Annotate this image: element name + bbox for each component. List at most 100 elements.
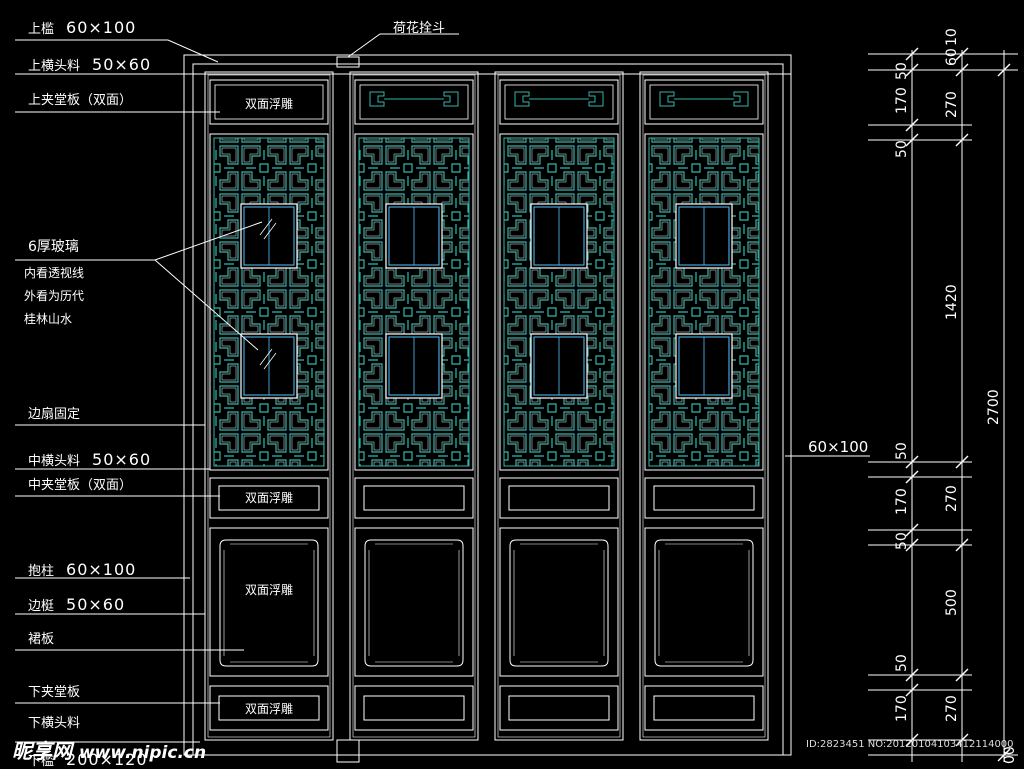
dim-170-low: 170: [894, 695, 910, 722]
label-upper-panel: 上夹堂板（双面）: [28, 93, 133, 108]
watermark-brand-name: 昵享网: [12, 739, 72, 763]
dim-270-mid: 270: [944, 485, 960, 512]
label-lower-panel: 下夹堂板: [28, 685, 81, 700]
lower-panel: [644, 685, 764, 731]
top-panel-inner: [359, 84, 469, 120]
label-mid-panel: 中夹堂板（双面）: [28, 478, 133, 493]
leaf-inner-outline: [642, 74, 766, 738]
glass-hatch: [263, 352, 277, 370]
dim-500: 500: [944, 589, 960, 616]
label-skirt-panel: 裙板: [28, 632, 55, 647]
label-upper-rail-size: 50×60: [92, 55, 152, 74]
watermark-site: www.nipic.cn: [78, 743, 207, 763]
label-upper-frame-name: 上槛: [28, 22, 55, 37]
label-stile-size: 50×60: [66, 595, 126, 614]
mid-panel-carving-text: 双面浮雕: [245, 490, 293, 505]
leader-lines: [15, 33, 870, 743]
top-panel: [644, 79, 764, 125]
watermark-brand: 昵享网 www.nipic.cn: [12, 735, 206, 764]
label-glass: 6厚玻璃: [28, 239, 79, 255]
lattice-pattern: [213, 137, 325, 467]
top-panel-carving-text: 双面浮雕: [245, 96, 293, 111]
mid-panel-inner: [653, 485, 755, 511]
mid-panel: [209, 477, 329, 519]
skirt-panel-bead: [513, 543, 605, 663]
leaf-outline: [639, 71, 769, 741]
top-panel: [499, 79, 619, 125]
lower-panel: [499, 685, 619, 731]
top-panel-inner: [214, 84, 324, 120]
mid-panel-inner: [218, 485, 320, 511]
dim-270-low: 270: [944, 695, 960, 722]
label-glass-note-3: 桂林山水: [24, 312, 73, 326]
top-panel-fret-motif: [659, 91, 749, 107]
skirt-panel-inner: [654, 539, 754, 667]
dim-10-top: 10: [944, 28, 960, 46]
label-upper-rail: 上横头料 50×60: [28, 55, 152, 74]
lattice-pattern: [503, 137, 615, 467]
glass-hatch: [263, 222, 277, 240]
label-stile: 边梃 50×60: [28, 595, 126, 614]
skirt-panel: [209, 527, 329, 677]
leaf-inner-outline: [497, 74, 621, 738]
dim-50-low: 50: [894, 654, 910, 672]
top-panel-inner: [504, 84, 614, 120]
dim-50-mid: 50: [894, 442, 910, 460]
leaf-inner-outline: [352, 74, 476, 738]
lattice-pattern: [648, 137, 760, 467]
top-panel-fret-motif: [514, 91, 604, 107]
dim-50-top: 50: [894, 62, 910, 80]
door-leaf-3: [494, 71, 624, 741]
skirt-panel-inner: [364, 539, 464, 667]
label-mid-rail-name: 中横头料: [28, 454, 81, 469]
label-post-name: 抱柱: [28, 564, 55, 579]
dim-00-bottom: 00: [1002, 746, 1018, 764]
lower-panel: [209, 685, 329, 731]
skirt-panel-bead: [368, 543, 460, 663]
lower-panel: [354, 685, 474, 731]
top-panel: [209, 79, 329, 125]
lower-panel-carving-text: 双面浮雕: [245, 701, 293, 716]
dim-60-top: 60: [944, 48, 960, 66]
dimension-texts: 50 170 50 270 60 10 1420 2700 50 170 270…: [894, 28, 1018, 764]
top-panel-fret-motif: [369, 91, 459, 107]
skirt-panel-inner: [509, 539, 609, 667]
lower-panel-inner: [653, 695, 755, 721]
watermark-id: ID:2823451 NO:20120104103412114000: [806, 739, 1014, 750]
outer-frame: [183, 54, 792, 763]
glass-hatch: [259, 348, 273, 366]
dimension-lines: [868, 47, 1018, 762]
mid-panel-inner: [508, 485, 610, 511]
label-right-size: 60×100: [808, 438, 869, 456]
leaf-outline: [349, 71, 479, 741]
label-mid-rail-size: 50×60: [92, 450, 152, 469]
leaf-outline: [494, 71, 624, 741]
mid-panel: [644, 477, 764, 519]
dim-50-b: 50: [894, 140, 910, 158]
skirt-panel-inner: [219, 539, 319, 667]
skirt-panel-bead: [658, 543, 750, 663]
dim-170-top: 170: [894, 87, 910, 114]
label-glass-note-1: 内看透视线: [24, 266, 85, 280]
label-side-fixed: 边扇固定: [28, 407, 81, 422]
lower-panel-inner: [508, 695, 610, 721]
label-glass-note-2: 外看为历代: [24, 289, 85, 303]
dim-1420: 1420: [944, 284, 960, 320]
label-top-hinge: 荷花拴斗: [393, 21, 446, 36]
mid-panel: [499, 477, 619, 519]
skirt-panel-bead: [223, 543, 315, 663]
mid-panel-inner: [363, 485, 465, 511]
label-upper-rail-name: 上横头料: [28, 59, 81, 74]
lattice-frame: [644, 133, 764, 471]
door-leaf-2: [349, 71, 479, 741]
dim-270-top: 270: [944, 91, 960, 118]
skirt-panel: [499, 527, 619, 677]
label-stile-name: 边梃: [28, 599, 55, 614]
label-mid-rail: 中横头料 50×60: [28, 450, 152, 469]
dim-50-mid-b: 50: [894, 532, 910, 550]
lattice-pattern: [358, 137, 470, 467]
skirt-panel-carving-text: 双面浮雕: [245, 582, 293, 597]
